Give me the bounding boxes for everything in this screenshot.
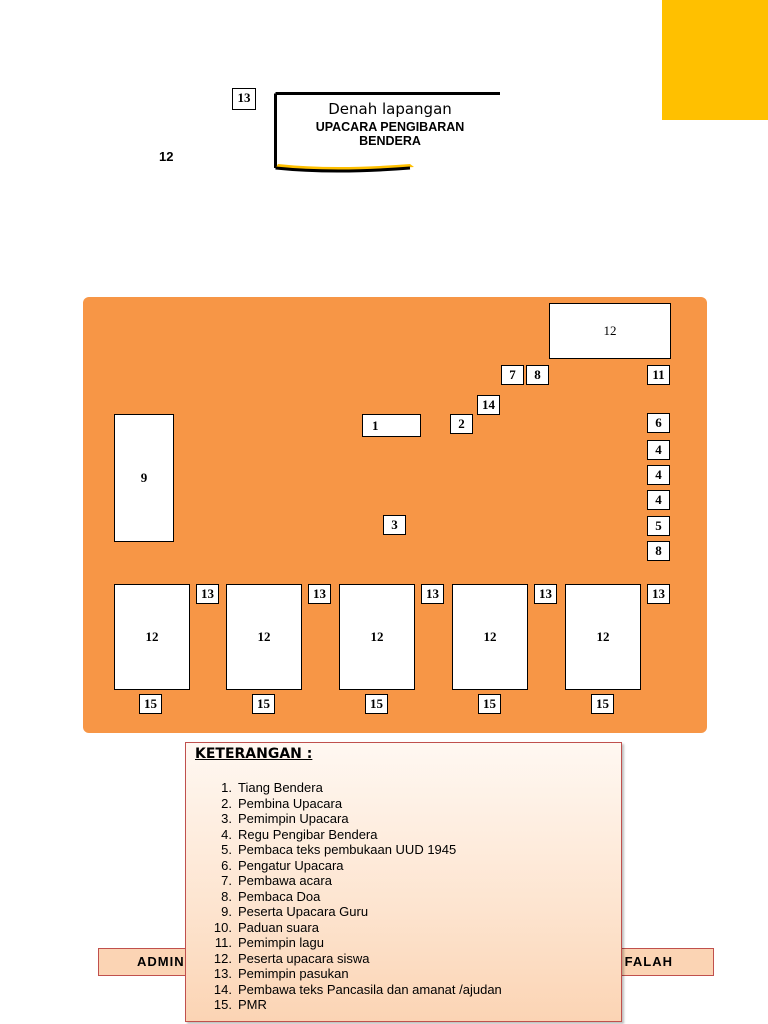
- block-12-top: 12: [549, 303, 671, 359]
- legend-item-number: 1.: [221, 780, 232, 795]
- legend-item: 6. Pengatur Upacara: [194, 858, 502, 874]
- page-subtitle: UPACARA PENGIBARAN BENDERA: [274, 120, 506, 148]
- marker-15: 15: [139, 694, 162, 714]
- legend-item-label: Pembaca teks pembukaan UUD 1945: [238, 842, 457, 857]
- legend-item: 1. Tiang Bendera: [194, 780, 502, 796]
- corner-accent: [662, 0, 768, 120]
- legend-item: 5. Pembaca teks pembukaan UUD 1945: [194, 842, 502, 858]
- legend-item-label: Pembaca Doa: [238, 888, 321, 904]
- marker-15: 15: [252, 694, 275, 714]
- legend-item-number: 15.: [213, 997, 232, 1012]
- marker-13: 13: [196, 584, 219, 604]
- legend-item-number: 6.: [221, 857, 232, 873]
- footer-left-text: ADMIN: [137, 954, 185, 969]
- marker-4-b: 4: [647, 465, 670, 485]
- legend-item: 9. Peserta Upacara Guru: [194, 904, 502, 920]
- student-block-12: 12: [226, 584, 302, 690]
- legend-item-number: 14.: [213, 981, 232, 997]
- legend-item: 13. Pemimpin pasukan: [194, 966, 502, 982]
- legend-item-number: 4.: [221, 826, 232, 842]
- ceremony-field: 12 7 8 11 14 1 2 6 4 4 4 5 8 9 3 12 13 1…: [83, 297, 707, 733]
- marker-4-c: 4: [647, 490, 670, 510]
- legend-item-number: 13.: [213, 966, 232, 981]
- legend-item: 12. Peserta upacara siswa: [194, 951, 502, 967]
- title-banner: Denah lapangan UPACARA PENGIBARAN BENDER…: [274, 92, 500, 174]
- legend-item-label: Regu Pengibar Bendera: [238, 826, 378, 842]
- legend-item-label: Paduan suara: [238, 919, 319, 935]
- legend-item: 7. Pembawa acara: [194, 873, 502, 889]
- marker-15: 15: [365, 694, 388, 714]
- legend-item-label: Peserta Upacara Guru: [238, 904, 369, 919]
- legend-item-number: 12.: [213, 950, 232, 966]
- marker-1-flagpole: 1: [362, 414, 421, 437]
- legend-item: 3. Pemimpin Upacara: [194, 811, 502, 827]
- legend-item-number: 5.: [221, 842, 232, 857]
- legend-item: 11. Pemimpin lagu: [194, 935, 502, 951]
- header-label-12: 12: [159, 149, 174, 164]
- block-9-teachers: 9: [114, 414, 174, 542]
- marker-8-top: 8: [526, 365, 549, 385]
- legend-item-number: 2.: [221, 795, 232, 811]
- legend-item-label: Pemimpin pasukan: [238, 966, 349, 981]
- student-block-12: 12: [339, 584, 415, 690]
- marker-13: 13: [534, 584, 557, 604]
- legend-item-number: 8.: [221, 888, 232, 904]
- student-block-12: 12: [565, 584, 641, 690]
- marker-4-a: 4: [647, 440, 670, 460]
- marker-15: 15: [478, 694, 501, 714]
- legend-item: 8. Pembaca Doa: [194, 889, 502, 905]
- student-block-12: 12: [452, 584, 528, 690]
- legend-item-label: Pemimpin Upacara: [238, 811, 349, 826]
- legend-item-label: Pemimpin lagu: [238, 935, 324, 950]
- legend-item-number: 9.: [221, 904, 232, 919]
- marker-3: 3: [383, 515, 406, 535]
- legend-item-number: 3.: [221, 811, 232, 826]
- legend-panel: KETERANGAN : 1. Tiang Bendera 2. Pembina U…: [185, 742, 622, 1022]
- legend-item-number: 7.: [221, 873, 232, 888]
- legend-heading: KETERANGAN :: [195, 746, 313, 762]
- banner-shape: [274, 92, 500, 173]
- legend-item-label: Pembawa teks Pancasila dan amanat /ajuda…: [238, 981, 502, 997]
- page-title: Denah lapangan: [328, 100, 452, 118]
- legend-item: 15. PMR: [194, 997, 502, 1013]
- marker-6: 6: [647, 413, 670, 433]
- marker-13: 13: [647, 584, 670, 604]
- legend-item-label: PMR: [238, 997, 267, 1012]
- legend-item: 10. Paduan suara: [194, 920, 502, 936]
- student-block-12: 12: [114, 584, 190, 690]
- legend-item-label: Pembawa acara: [238, 873, 332, 888]
- legend-item: 14. Pembawa teks Pancasila dan amanat /aj…: [194, 982, 502, 998]
- legend-item-number: 11.: [214, 935, 232, 950]
- marker-2: 2: [450, 414, 473, 434]
- marker-13: 13: [421, 584, 444, 604]
- marker-5: 5: [647, 516, 670, 536]
- marker-8-right: 8: [647, 541, 670, 561]
- legend-item: 4. Regu Pengibar Bendera: [194, 827, 502, 843]
- legend-item-label: Tiang Bendera: [238, 780, 323, 795]
- legend-item-label: Pengatur Upacara: [238, 857, 344, 873]
- legend-item-number: 10.: [213, 919, 232, 935]
- marker-15: 15: [591, 694, 614, 714]
- header-badge-13: 13: [232, 88, 256, 110]
- subtitle-line-1: UPACARA PENGIBARAN: [315, 120, 465, 134]
- footer-right-text: FALAH: [624, 954, 673, 969]
- legend-list: 1. Tiang Bendera 2. Pembina Upacara 3. Pemi…: [194, 780, 502, 1013]
- marker-7: 7: [501, 365, 524, 385]
- marker-13: 13: [308, 584, 331, 604]
- marker-11: 11: [647, 365, 670, 385]
- marker-14: 14: [477, 395, 500, 415]
- subtitle-line-2: BENDERA: [359, 134, 421, 148]
- legend-item: 2. Pembina Upacara: [194, 796, 502, 812]
- legend-item-label: Pembina Upacara: [238, 795, 343, 811]
- legend-item-label: Peserta upacara siswa: [238, 950, 370, 966]
